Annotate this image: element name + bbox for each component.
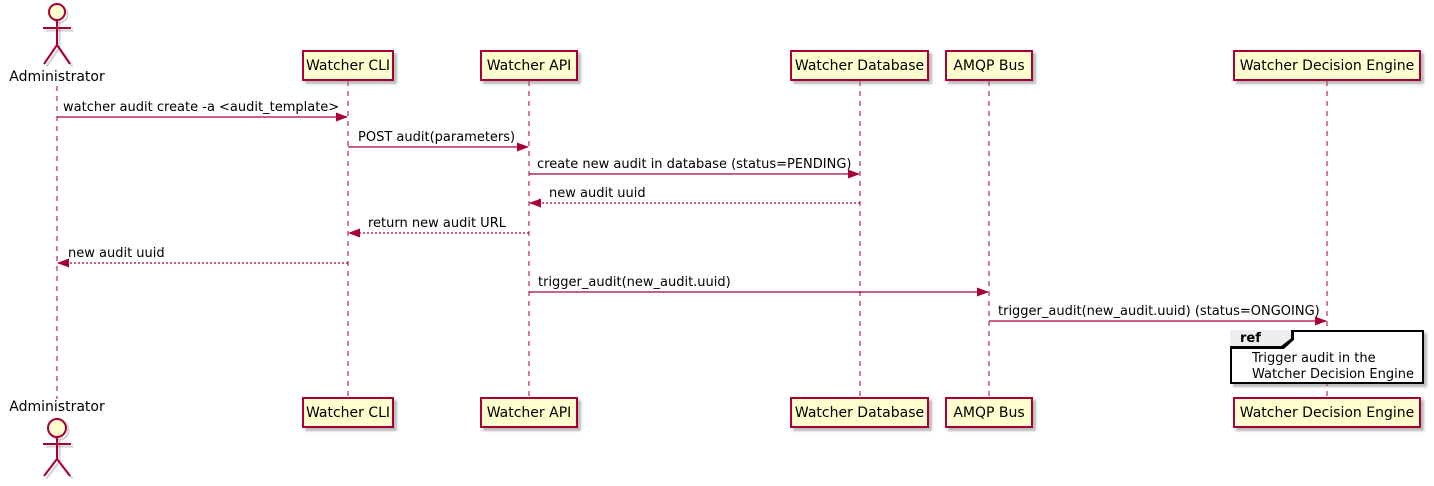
arrowhead-right-icon (848, 169, 860, 179)
actor-figure-bottom (43, 418, 71, 477)
ref-fragment: ref Trigger audit in the Watcher Decisio… (1230, 330, 1424, 384)
arrowhead-right-icon (977, 287, 989, 297)
participant-top-watcher-database: Watcher Database (790, 50, 929, 81)
actor-head (47, 418, 67, 438)
message-label-8: trigger_audit(new_audit.uuid) (status=ON… (998, 304, 1320, 319)
participant-top-watcher-cli: Watcher CLI (302, 50, 394, 81)
participant-bottom-amqp-bus: AMQP Bus (945, 397, 1033, 428)
participant-top-watcher-api: Watcher API (480, 50, 578, 81)
message-label-5: return new audit URL (368, 216, 506, 231)
message-label-2: POST audit(parameters) (358, 130, 516, 145)
message-arrows (57, 112, 1327, 326)
participant-bottom-watcher-cli: Watcher CLI (302, 397, 394, 428)
arrowhead-right-icon (1315, 316, 1327, 326)
arrowhead-right-icon (336, 112, 348, 122)
participant-bottom-watcher-database: Watcher Database (790, 397, 929, 428)
participant-top-watcher-decision-engine: Watcher Decision Engine (1233, 50, 1421, 81)
message-label-6: new audit uuid (68, 246, 165, 261)
ref-text-line-1: Trigger audit in the (1252, 351, 1376, 366)
ref-text-line-2: Watcher Decision Engine (1252, 367, 1414, 382)
actor-figure-top (43, 3, 71, 65)
ref-tab: ref (1230, 330, 1294, 349)
arrowhead-left-icon (529, 198, 541, 208)
arrowhead-left-icon (348, 228, 360, 238)
ref-tab-label: ref (1240, 331, 1261, 346)
message-label-7: trigger_audit(new_audit.uuid) (538, 275, 731, 290)
arrowhead-right-icon (517, 142, 529, 152)
ref-tab-fill (1230, 330, 1291, 346)
lifelines (56, 81, 1328, 399)
participant-top-amqp-bus: AMQP Bus (945, 50, 1033, 81)
actor-label-bottom: Administrator (9, 399, 105, 415)
message-label-1: watcher audit create -a <audit_template> (63, 100, 340, 115)
actor-label-top: Administrator (9, 69, 105, 85)
participant-bottom-watcher-decision-engine: Watcher Decision Engine (1233, 397, 1421, 428)
actor-head (48, 3, 66, 21)
message-label-3: create new audit in database (status=PEN… (537, 157, 852, 172)
arrowhead-left-icon (57, 258, 69, 268)
message-label-4: new audit uuid (549, 186, 646, 201)
participant-bottom-watcher-api: Watcher API (480, 397, 578, 428)
